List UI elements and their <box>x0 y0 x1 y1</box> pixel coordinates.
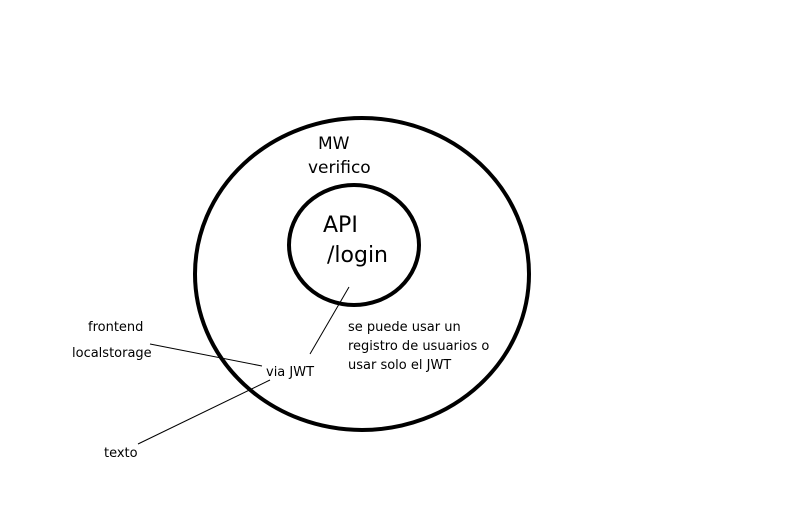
connector-api-to-via <box>309 286 350 355</box>
connector-via-to-texto <box>137 379 271 445</box>
via-jwt-label: via JWT <box>266 365 315 380</box>
frontend-label: frontend <box>88 320 144 335</box>
note-line2: registro de usuarios o <box>348 339 490 354</box>
api-label-line2: /login <box>327 243 389 268</box>
api-label-line1: API <box>323 213 358 238</box>
mw-label: MW verifico <box>308 132 371 180</box>
note-text: se puede usar un registro de usuarios o … <box>348 318 498 375</box>
mw-label-line1: MW <box>318 134 350 154</box>
mw-label-line2: verifico <box>308 158 371 178</box>
note-line3: usar solo el JWT <box>348 358 452 373</box>
inner-circle-api <box>287 183 421 307</box>
connector-frontend-to-via <box>149 343 263 367</box>
note-line1: se puede usar un <box>348 320 461 335</box>
outer-circle-mw <box>193 116 531 432</box>
api-label: API /login <box>323 211 388 271</box>
texto-label: texto <box>104 446 138 461</box>
localstorage-label: localstorage <box>72 346 152 361</box>
